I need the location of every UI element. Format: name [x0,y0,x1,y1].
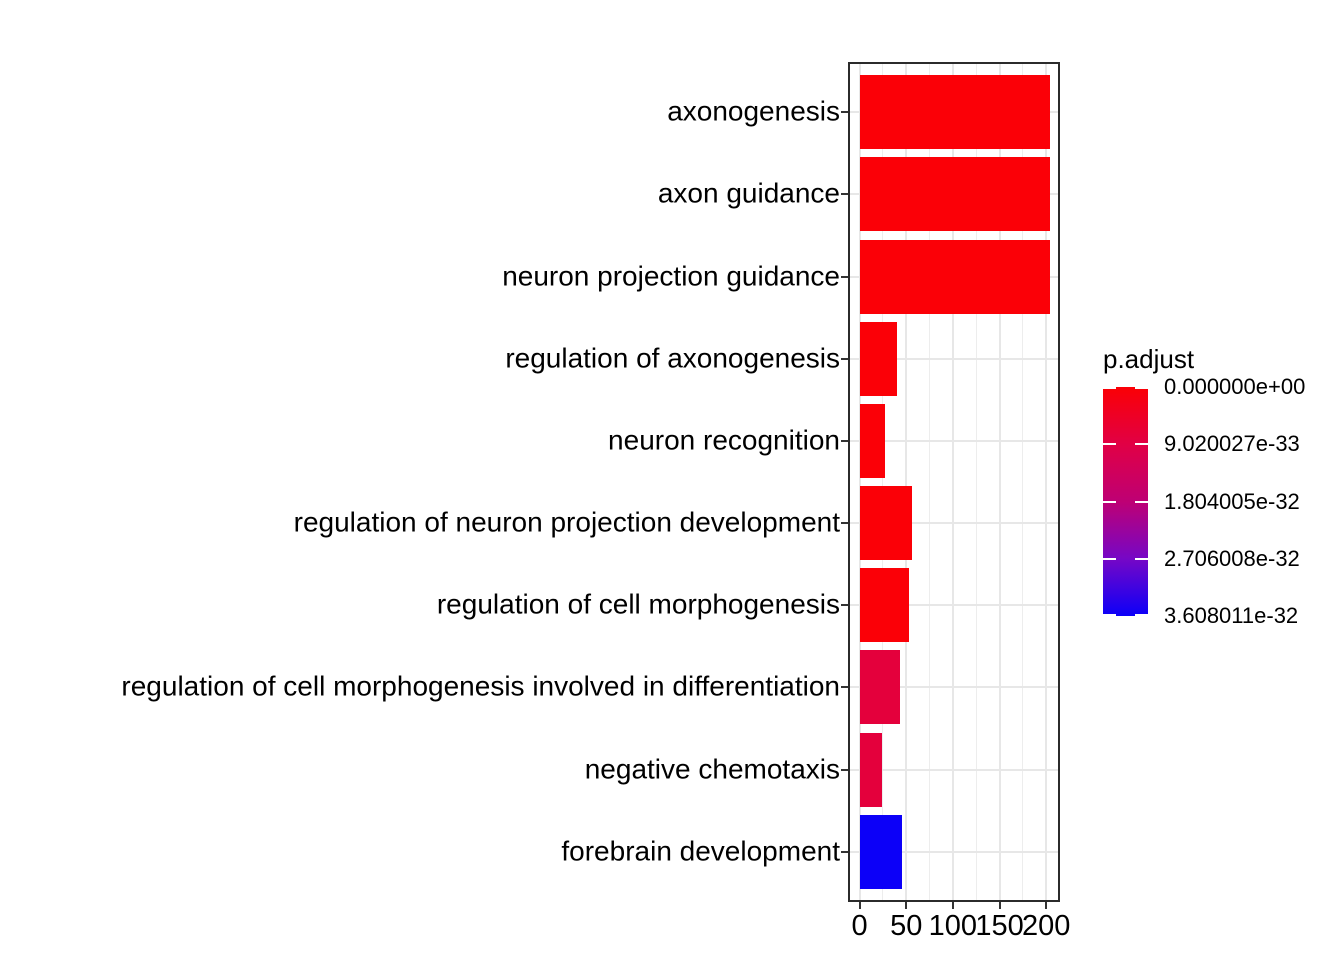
y-axis-label: negative chemotaxis [584,752,840,784]
y-axis-label: axonogenesis [667,95,840,127]
x-gridline-minor [929,63,931,901]
y-axis-label: neuron recognition [608,424,840,456]
y-axis-tick [841,850,849,853]
bar [859,732,882,807]
x-tick-label: 100 [928,910,978,942]
legend-p-adjust: p.adjust 0.000000e+00 9.020027e-33 1.80400… [1103,344,1344,674]
x-gridline-minor [975,63,977,901]
bars-layer [849,63,1059,901]
bar [859,650,900,725]
bar [859,486,912,561]
y-gridline-major [849,604,1059,607]
legend-tick-label: 9.020027e-33 [1164,431,1300,457]
bar [859,568,909,643]
legend-tick-label: 0.000000e+00 [1164,374,1306,399]
x-gridline-major [951,63,954,901]
legend-tick-label: 3.608011e-32 [1164,603,1299,628]
y-axis-tick [841,768,849,771]
x-tick-label: 150 [975,910,1024,942]
x-tick-label: 200 [1022,910,1071,942]
x-axis-tick [905,901,908,909]
x-axis-tick [998,901,1001,909]
x-gridline-minor [882,63,884,901]
x-gridline-minor [1022,63,1024,901]
x-tick-label: 50 [890,910,923,942]
y-axis-tick [841,275,849,278]
y-axis-tick [841,193,849,196]
y-axis-label: neuron projection guidance [502,259,840,291]
y-axis-tick [841,111,849,114]
y-axis-label: axon guidance [657,177,840,209]
y-gridline-major [849,686,1059,689]
x-axis-tick [858,901,861,909]
bar [859,814,903,889]
colorbar-tick [1103,387,1116,389]
y-axis-label: regulation of axonogenesis [505,342,840,374]
y-axis-tick [841,686,849,689]
colorbar-tick [1103,557,1116,560]
colorbar-tick [1135,387,1148,389]
y-axis-tick [841,522,849,525]
bar [859,321,897,396]
bar [859,75,1050,150]
colorbar-tick [1103,500,1116,503]
legend-tick-label: 2.706008e-32 [1164,545,1300,571]
y-gridline-major [849,522,1059,525]
bar [859,239,1050,314]
x-gridline-major [858,63,861,901]
colorbar-tick [1103,614,1116,616]
legend-colorbar [1103,387,1148,616]
colorbar-tick [1135,500,1148,503]
y-gridline-major [849,850,1059,853]
y-gridline-major [849,439,1059,442]
x-gridline-major [905,63,908,901]
y-gridline-major [849,768,1059,771]
colorbar-tick [1135,443,1148,446]
y-axis-label: forebrain development [561,835,840,867]
bar [859,157,1050,232]
x-axis-tick [1045,901,1048,909]
legend-tick-label: 1.804005e-32 [1164,488,1300,514]
bar [859,403,885,478]
y-gridline-major [849,357,1059,360]
y-axis-label: regulation of neuron projection developm… [293,506,840,538]
x-axis-tick [951,901,954,909]
colorbar-tick [1103,443,1116,446]
grid-layer [849,63,1059,901]
colorbar-tick [1135,557,1148,560]
colorbar-tick [1135,614,1148,616]
x-gridline-major [998,63,1001,901]
legend-title: p.adjust [1103,344,1195,374]
x-gridline-major [1045,63,1048,901]
plot-panel [849,63,1059,901]
y-axis-label: regulation of cell morphogenesis involve… [121,670,840,702]
y-axis-tick [841,439,849,442]
y-axis-tick [841,604,849,607]
y-axis-label: regulation of cell morphogenesis [436,588,840,620]
x-tick-label: 0 [851,910,868,942]
y-axis-tick [841,357,849,360]
